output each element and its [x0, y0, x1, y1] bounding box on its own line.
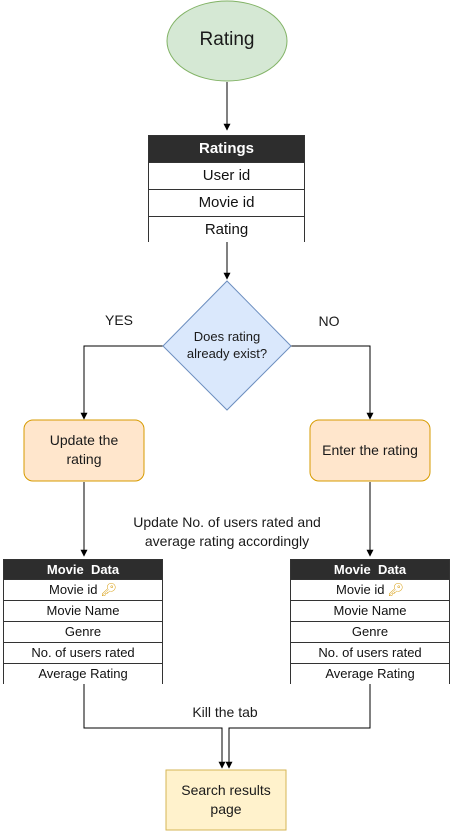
- left-movie-id-label: Movie id: [49, 582, 98, 597]
- ratings-table: Ratings User id Movie id Rating: [148, 135, 305, 242]
- left-movie-data-row-average-rating: Average Rating: [4, 663, 162, 684]
- right-movie-data-row-users-rated: No. of users rated: [291, 642, 449, 663]
- ratings-table-header: Ratings: [149, 136, 304, 162]
- update-note: Update No. of users rated and average ra…: [133, 514, 321, 549]
- ratings-table-row-movie-id: Movie id: [149, 189, 304, 216]
- right-movie-data-row-average-rating: Average Rating: [291, 663, 449, 684]
- right-movie-data-row-movie-id: Movie id🔑︎: [291, 579, 449, 600]
- left-movie-data-row-genre: Genre: [4, 621, 162, 642]
- edge-decision-yes: [80, 345, 164, 420]
- decision-question: Does rating already exist?: [186, 329, 268, 361]
- ratings-table-row-user-id: User id: [149, 162, 304, 189]
- start-node-shape: [166, 0, 288, 82]
- left-movie-data-table: Movie Data Movie id🔑︎ Movie Name Genre N…: [3, 559, 163, 684]
- enter-node-label: Enter the rating: [322, 442, 418, 458]
- decision-yes-label: YES: [104, 312, 133, 328]
- left-movie-data-header: Movie Data: [4, 560, 162, 579]
- right-movie-id-label: Movie id: [336, 582, 385, 597]
- connectors: [80, 82, 374, 769]
- key-icon: 🔑︎: [100, 582, 117, 597]
- left-movie-data-row-movie-name: Movie Name: [4, 600, 162, 621]
- ratings-table-row-rating: Rating: [149, 216, 304, 242]
- end-node-shape: [165, 769, 287, 831]
- right-movie-data-row-genre: Genre: [291, 621, 449, 642]
- decision-node-shape: [162, 280, 292, 411]
- edge-left-movie-to-end: [83, 684, 226, 769]
- update-node-shape: [23, 419, 145, 482]
- decision-no-label: NO: [318, 313, 340, 329]
- edge-decision-no: [290, 345, 374, 420]
- left-movie-data-row-users-rated: No. of users rated: [4, 642, 162, 663]
- right-movie-data-row-movie-name: Movie Name: [291, 600, 449, 621]
- start-node-label: Rating: [199, 29, 255, 50]
- left-movie-data-row-movie-id: Movie id🔑︎: [4, 579, 162, 600]
- key-icon: 🔑︎: [387, 582, 404, 597]
- right-movie-data-header: Movie Data: [291, 560, 449, 579]
- end-node-label: Search results page: [181, 782, 271, 817]
- right-movie-data-table: Movie Data Movie id🔑︎ Movie Name Genre N…: [290, 559, 450, 684]
- enter-node-shape: [309, 419, 431, 482]
- update-node-label: Update the rating: [49, 432, 119, 467]
- edge-right-movie-to-end: [225, 684, 371, 769]
- kill-tab-label: Kill the tab: [192, 704, 258, 720]
